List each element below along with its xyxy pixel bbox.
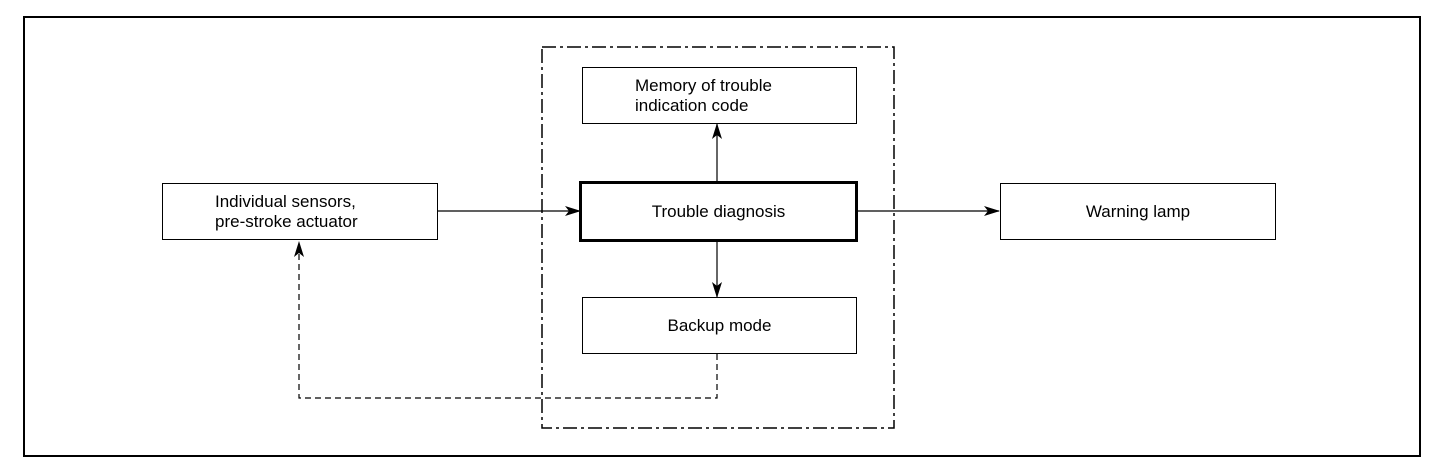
node-warning-label: Warning lamp [1085,201,1191,221]
node-sensors-label: Individual sensors, pre-stroke actuator [215,191,358,231]
control-unit-group-boundary [541,46,895,429]
node-backup: Backup mode [582,297,857,354]
node-diagnosis: Trouble diagnosis [579,181,858,242]
node-diagnosis-label: Trouble diagnosis [651,201,786,221]
node-backup-label: Backup mode [667,315,772,335]
diagram-frame [23,16,1421,457]
node-memory-label: Memory of trouble indication code [635,75,772,115]
node-sensors: Individual sensors, pre-stroke actuator [162,183,438,240]
node-warning: Warning lamp [1000,183,1276,240]
edge-backup-to-sensors [294,241,718,399]
node-memory: Memory of trouble indication code [582,67,857,124]
